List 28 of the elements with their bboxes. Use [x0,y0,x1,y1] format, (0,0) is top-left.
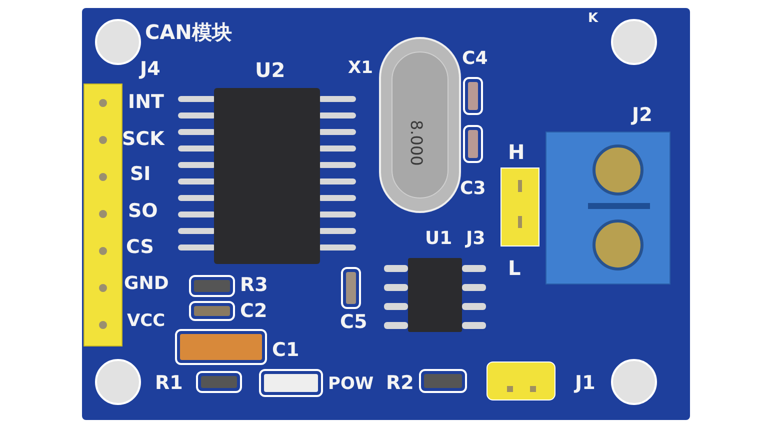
silkscreen-label: U2 [255,60,286,80]
silkscreen-label: R3 [240,276,268,295]
silkscreen-label: SI [130,165,151,184]
silkscreen-label: X1 [348,60,373,77]
silkscreen-label: J2 [632,106,652,125]
silkscreen-label: VCC [127,313,166,330]
silkscreen-label: C2 [240,302,268,321]
silkscreen-label: SCK [122,130,164,149]
silkscreen-label: C1 [272,341,300,360]
silkscreen-label: H [508,142,525,162]
frequency-marking: 8.000 [408,120,424,166]
silkscreen-label: POW [328,376,374,393]
silkscreen-label: INT [128,93,164,112]
silkscreen-label: J3 [466,230,486,248]
silkscreen-label: J4 [140,60,160,79]
silkscreen-label: CS [126,238,154,257]
silkscreen-label: R1 [155,374,183,393]
silkscreen-label: C3 [460,180,486,198]
silkscreen-label: C5 [340,313,368,332]
silkscreen-label: J1 [575,374,596,393]
silkscreen-label: U1 [425,230,452,248]
silkscreen-label: C4 [462,50,488,68]
silkscreen-label: R2 [386,374,414,393]
silkscreen-label: CAN模块 [145,22,232,42]
silkscreen-label: SO [128,202,158,221]
silkscreen-label: L [508,258,521,278]
silkscreen-label: K [588,12,598,25]
silkscreen-label: GND [124,275,169,293]
